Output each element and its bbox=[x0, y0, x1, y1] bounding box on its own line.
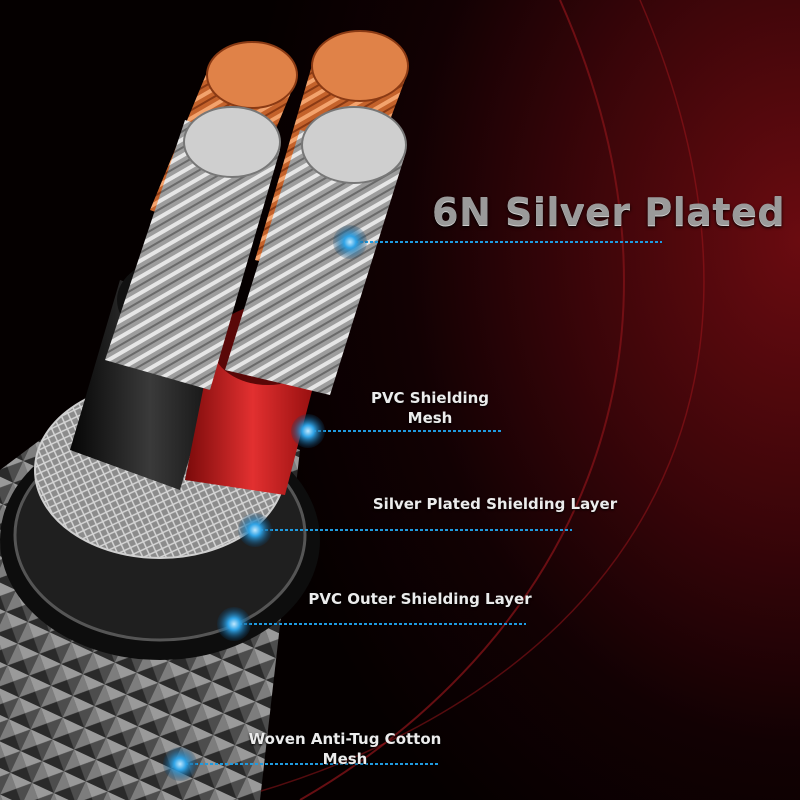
silver-cores bbox=[105, 106, 407, 395]
callout-line: PVC Outer Shielding Layer bbox=[308, 590, 532, 608]
callout-line: Mesh bbox=[322, 750, 368, 768]
callout-silver-plated-shielding-layer: Silver Plated Shielding Layer bbox=[370, 494, 620, 514]
background-arc bbox=[229, 0, 705, 800]
callout-woven-anti-tug-cotton-mesh: Woven Anti-Tug Cotton Mesh bbox=[240, 729, 450, 769]
callout-dot bbox=[238, 513, 272, 547]
callout-pvc-shielding-mesh: PVC Shielding Mesh bbox=[350, 388, 510, 428]
callout-pvc-outer-shielding-layer: PVC Outer Shielding Layer bbox=[305, 589, 535, 609]
callout-line: PVC Shielding bbox=[370, 389, 490, 407]
headline: 6N Silver Plated bbox=[432, 190, 786, 234]
background-arc bbox=[299, 0, 625, 800]
callout-dot bbox=[163, 747, 197, 781]
callout-dot bbox=[333, 225, 367, 259]
callout-line: Silver Plated Shielding Layer bbox=[372, 495, 618, 513]
callout-pointers bbox=[163, 225, 662, 781]
callout-dot bbox=[217, 607, 251, 641]
callout-line: Mesh bbox=[407, 409, 453, 427]
callout-line: Woven Anti-Tug Cotton bbox=[248, 730, 442, 748]
callout-dot bbox=[291, 414, 325, 448]
